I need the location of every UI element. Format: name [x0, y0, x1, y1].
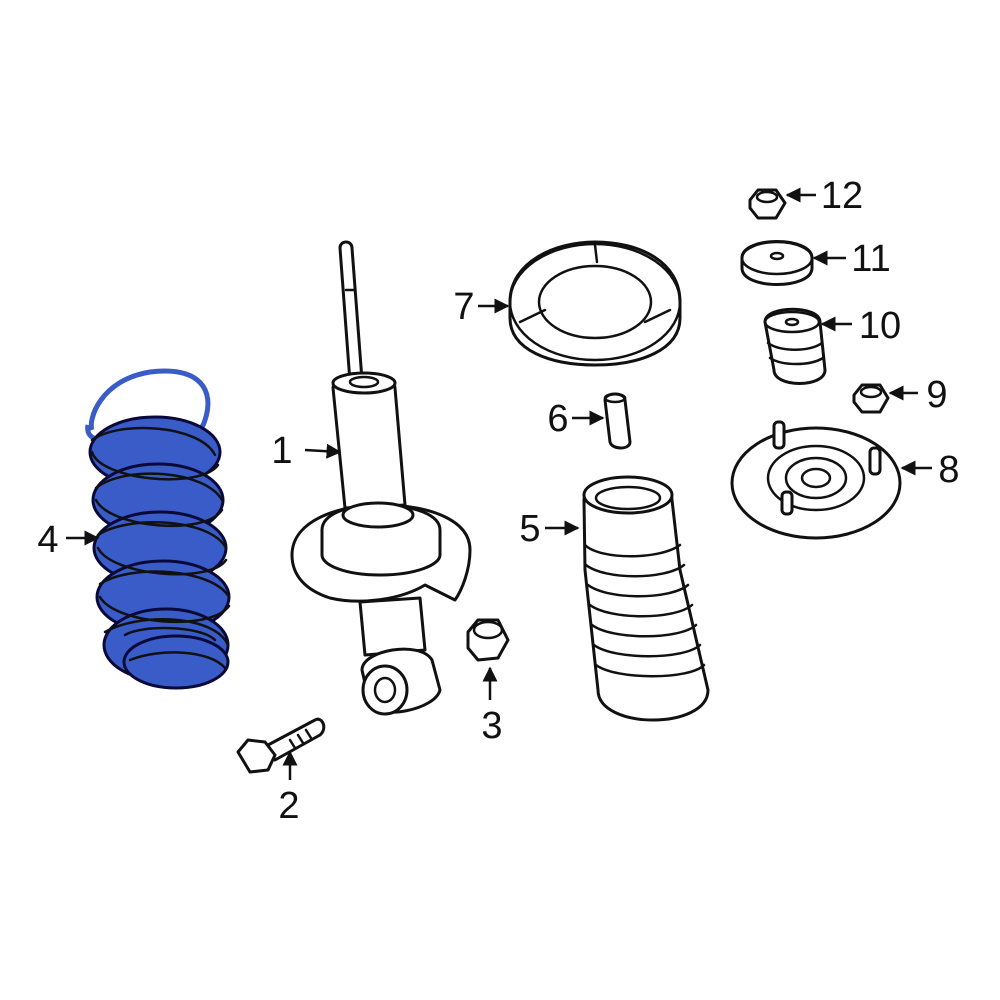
callout-9[interactable]: 9: [926, 374, 947, 416]
callout-labels: 1 2 3 4 5 6 7 8 9 10 11 12: [37, 175, 959, 827]
callout-12[interactable]: 12: [821, 175, 863, 217]
bolt-part-2[interactable]: [236, 717, 326, 774]
callout-5[interactable]: 5: [519, 508, 540, 550]
bushing-part-10[interactable]: [763, 307, 827, 385]
callout-8[interactable]: 8: [938, 449, 959, 491]
strut-mount-part-8[interactable]: [730, 420, 902, 540]
callout-4[interactable]: 4: [37, 519, 58, 561]
callout-arrows: [66, 187, 932, 780]
callout-7[interactable]: 7: [453, 286, 474, 328]
bump-stop-part-6[interactable]: [603, 392, 632, 450]
callout-1[interactable]: 1: [271, 430, 292, 472]
callout-2[interactable]: 2: [278, 785, 299, 827]
spring-insulator-part-7[interactable]: [508, 240, 682, 367]
nut-part-3[interactable]: [466, 618, 510, 662]
dust-boot-part-5[interactable]: [582, 475, 710, 722]
washer-part-11[interactable]: [740, 240, 814, 286]
coil-spring-part-4[interactable]: [85, 368, 231, 690]
nut-part-9[interactable]: [852, 383, 890, 414]
callout-3[interactable]: 3: [481, 705, 502, 747]
callout-10[interactable]: 10: [859, 305, 901, 347]
nut-part-12[interactable]: [748, 188, 787, 220]
callout-6[interactable]: 6: [547, 398, 568, 440]
callout-11[interactable]: 11: [851, 238, 890, 280]
strut-assembly-part-1[interactable]: [290, 240, 472, 716]
